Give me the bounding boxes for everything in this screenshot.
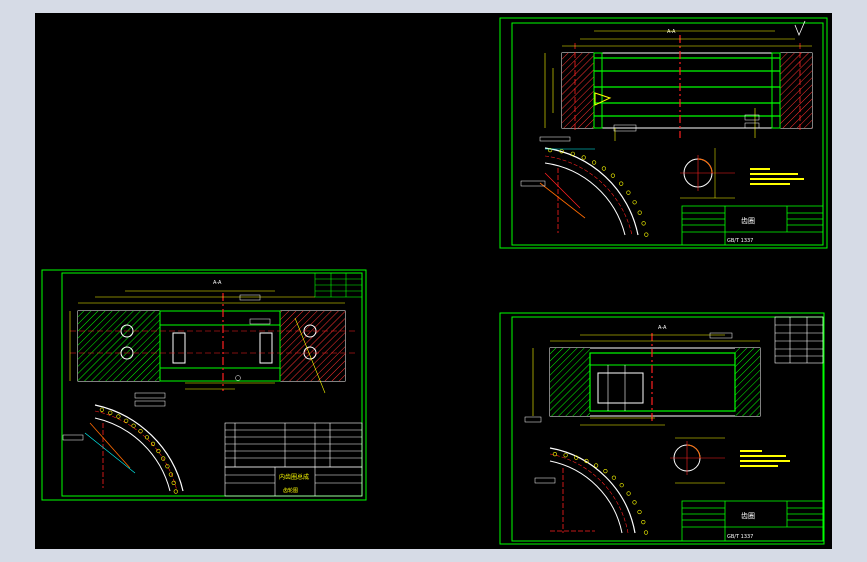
sheet-lower-left[interactable]: A-A	[41, 269, 367, 501]
bolt-hole	[641, 221, 646, 226]
bolt-hole	[637, 509, 642, 515]
bolt-hole	[131, 423, 136, 428]
bolt-hole	[168, 472, 173, 477]
dimension-lines	[544, 30, 812, 141]
title-block-name: 齿圈	[741, 217, 755, 225]
parts-list	[224, 422, 363, 468]
detail-view	[670, 437, 725, 484]
detail-view	[680, 148, 735, 199]
bolt-hole	[138, 429, 143, 434]
bolt-hole	[150, 441, 156, 447]
dimension-lines	[532, 334, 760, 426]
title-block-standard: GB/T 1337	[727, 238, 753, 244]
bolt-hole	[603, 469, 608, 474]
bolt-hole	[626, 491, 631, 496]
bolt-hole	[626, 190, 631, 195]
notes-block	[740, 450, 790, 467]
bolt-hole	[99, 407, 104, 412]
bolt-hole	[637, 210, 642, 215]
bolt-hole	[165, 464, 170, 469]
bolt-hole	[156, 448, 161, 454]
section-label: A-A	[213, 280, 222, 286]
bolt-hole	[644, 232, 649, 237]
ring-partial-view	[549, 447, 649, 535]
bolt-hole	[619, 483, 624, 488]
bolt-hole	[584, 458, 589, 464]
bolt-hole	[552, 452, 558, 457]
bolt-hole	[144, 435, 150, 440]
revision-table	[314, 272, 363, 298]
bolt-hole	[161, 456, 166, 461]
bolt-hole	[601, 166, 607, 171]
notes-block	[750, 168, 804, 185]
ring-partial-view	[539, 147, 649, 237]
section-view	[549, 333, 761, 423]
bolt-hole	[581, 155, 586, 160]
bolt-hole	[124, 418, 129, 423]
revision-table	[774, 316, 824, 364]
bolt-hole	[632, 200, 637, 205]
drawing-canvas: A-A	[41, 17, 828, 545]
bolt-hole	[171, 480, 176, 486]
bolt-hole	[610, 173, 616, 178]
bolt-hole	[574, 455, 579, 460]
bolt-hole	[108, 410, 113, 415]
bolt-hole	[547, 148, 553, 153]
bolt-hole	[641, 520, 646, 525]
bolt-hole	[632, 500, 637, 505]
roughness-mark	[794, 20, 806, 37]
title-block-name: 齿圈	[741, 512, 755, 520]
title-block	[681, 500, 824, 542]
title-block	[681, 205, 824, 246]
cad-viewport[interactable]: A-A	[35, 13, 832, 549]
bolt-hole	[570, 151, 575, 156]
sheet-lower-right[interactable]: A-A	[499, 312, 825, 545]
title-block-name: 内齿圈总成	[279, 473, 309, 481]
dimension-lines	[69, 290, 345, 394]
bolt-hole	[173, 489, 178, 494]
title-block-standard: 齿轮图	[283, 487, 298, 494]
bolt-hole	[591, 160, 597, 165]
bolt-hole	[559, 149, 564, 154]
title-block-standard: GB/T 1337	[727, 534, 753, 540]
bolt-hole	[593, 463, 599, 468]
bolt-hole	[643, 530, 649, 535]
section-view	[561, 35, 813, 138]
section-label: A-A	[667, 29, 676, 35]
ring-partial-view	[84, 404, 184, 494]
title-block	[224, 466, 363, 497]
sheet-upper-right[interactable]: A-A	[499, 17, 828, 249]
section-label: A-A	[658, 325, 667, 331]
bolt-hole	[611, 475, 617, 480]
section-view	[70, 293, 355, 391]
bolt-hole	[563, 453, 568, 458]
bolt-hole	[619, 181, 624, 186]
bolt-hole	[116, 414, 121, 419]
